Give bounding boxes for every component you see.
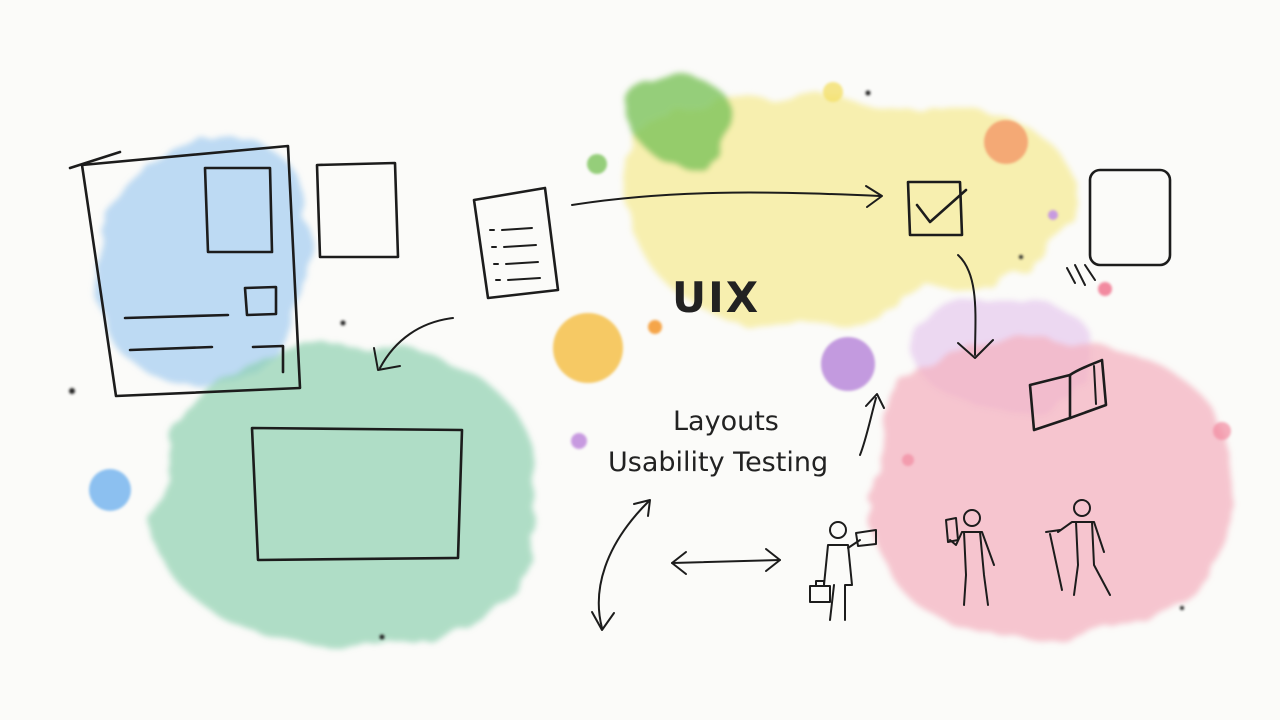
arrow-up-right [859, 393, 885, 456]
orange-dot [984, 120, 1028, 164]
person-with-phone-icon [945, 509, 995, 606]
paint-dots [69, 82, 1231, 640]
motion-marks [1066, 264, 1096, 286]
briefcase-icon [809, 580, 831, 603]
ink-dot [1180, 606, 1184, 610]
lilac-dot-small [571, 433, 587, 449]
wireframe-page-icon [68, 144, 302, 398]
blue-wash [98, 139, 305, 384]
green-wash [155, 344, 540, 648]
yellow-dot-small [823, 82, 843, 102]
diagonal-arrow [591, 499, 651, 631]
gold-dot [553, 313, 623, 383]
ink-dot [69, 388, 75, 394]
pink-dot-small [1098, 282, 1112, 296]
lime-wash [628, 76, 734, 166]
screen-frame-icon [250, 426, 464, 562]
ink-dot [1019, 255, 1023, 259]
person-with-tablet-icon [823, 521, 877, 621]
person-with-cane-icon [1045, 499, 1111, 596]
purple-dot [821, 337, 875, 391]
checkbox-icon [906, 180, 968, 237]
pink-wash [874, 341, 1234, 638]
rounded-square-icon [1088, 168, 1172, 267]
watercolor-blobs [98, 76, 1234, 648]
pink-dot-right [1213, 422, 1231, 440]
horizontal-double-arrow [671, 548, 781, 575]
green-dot-small [587, 154, 607, 174]
open-book-icon [1028, 358, 1108, 432]
orange-dot-small [648, 320, 662, 334]
pink-dot-left [902, 454, 914, 466]
arrow-to-book [957, 254, 994, 359]
blank-card-icon [315, 161, 400, 259]
lilac-dot-tiny [1048, 210, 1058, 220]
curved-arrow-left [373, 317, 454, 371]
yellow-wash [630, 95, 1076, 326]
ink-dot [865, 90, 871, 96]
brand-label: UIX [672, 273, 760, 322]
ink-dot [379, 634, 385, 640]
layouts-label: Layouts [673, 406, 779, 437]
usability-testing-label: Usability Testing [608, 447, 828, 478]
document-list-icon [472, 186, 560, 300]
ink-dot [340, 320, 346, 326]
arrow-to-checkbox [571, 185, 883, 208]
blue-dot [89, 469, 131, 511]
